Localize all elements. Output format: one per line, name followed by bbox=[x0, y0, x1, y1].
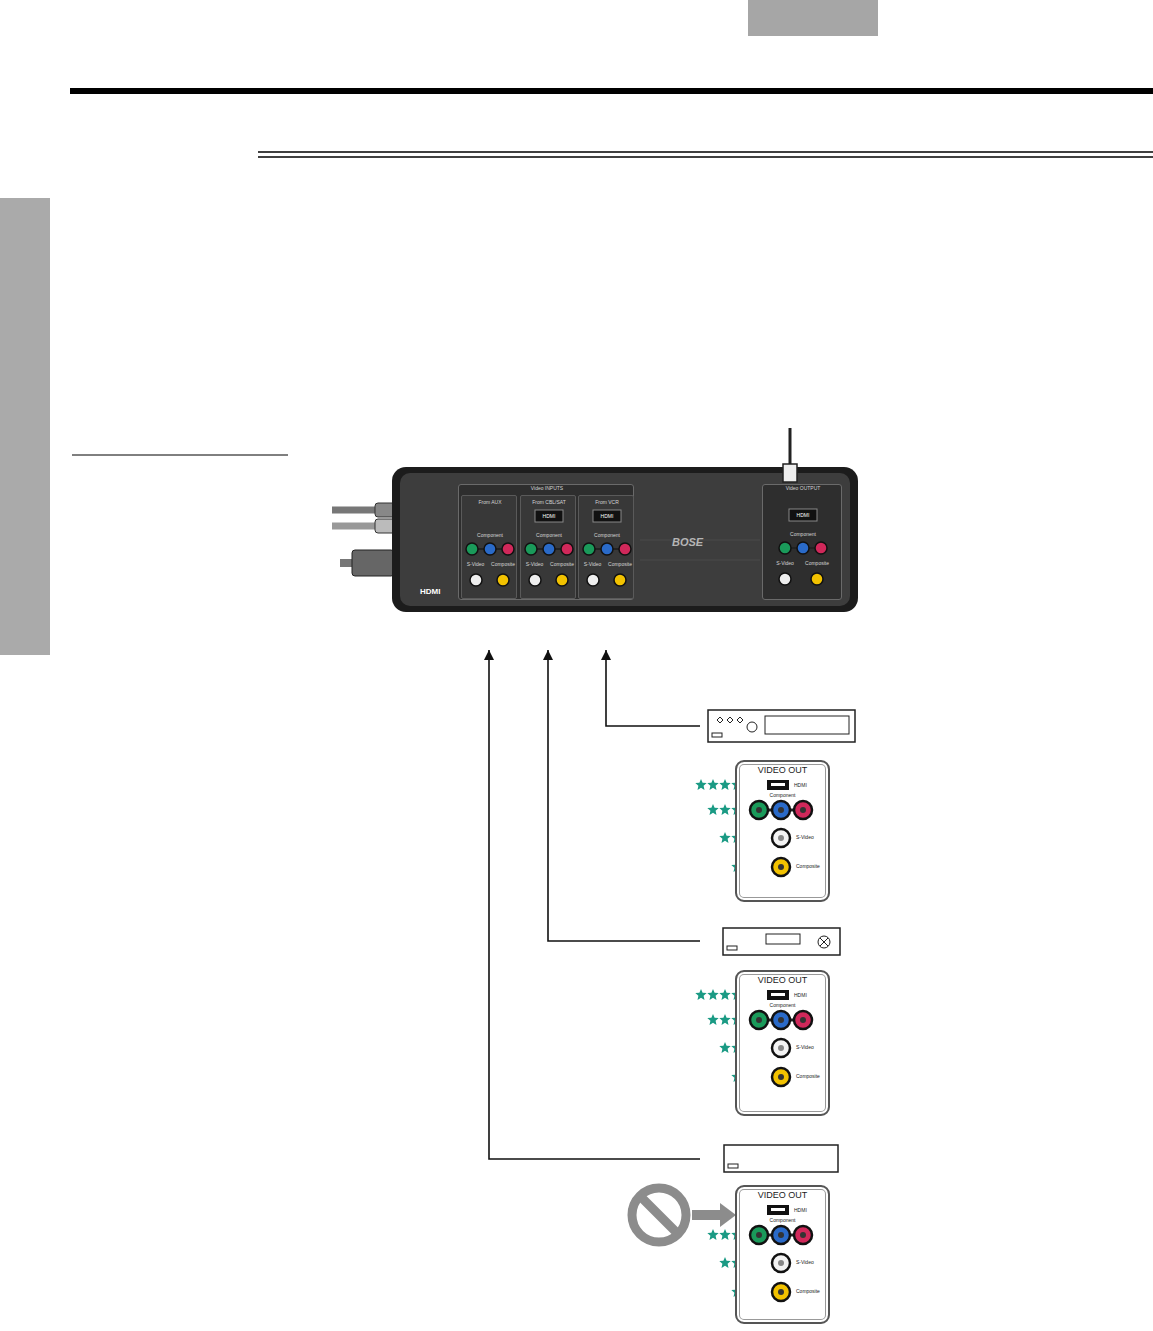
node-label: Composite bbox=[796, 1289, 820, 1294]
quality-star bbox=[719, 989, 730, 1000]
node-label: VIDEO OUT bbox=[735, 976, 830, 985]
quality-star bbox=[719, 832, 730, 843]
video-out-jacks bbox=[700, 925, 862, 1116]
quality-star bbox=[707, 1229, 718, 1240]
hdmi-cable bbox=[783, 428, 797, 482]
video-out-jacks bbox=[700, 705, 862, 902]
node-label: Component bbox=[763, 532, 843, 537]
node-label: Component bbox=[735, 1003, 830, 1008]
quality-star bbox=[695, 989, 706, 1000]
node-label: Component bbox=[735, 1218, 830, 1223]
input-jack-group: From CBL/SAT HDMI ComponentS-VideoComposit… bbox=[520, 495, 576, 599]
jack-group bbox=[462, 496, 518, 600]
input-jack-group: From AUX ComponentS-VideoComposite bbox=[461, 495, 517, 599]
node-label: Composite bbox=[606, 562, 634, 567]
quality-star bbox=[719, 779, 730, 790]
quality-star bbox=[707, 779, 718, 790]
media-console: BOSE HDMI Video INPUTS From AUX ComponentS-V… bbox=[392, 467, 858, 612]
node-label: Video INPUTS bbox=[459, 486, 635, 491]
input-jack-group: From VCR HDMI ComponentS-VideoComposite bbox=[578, 495, 634, 599]
source-device: VIDEO OUT HDMI ComponentS-VideoComposite bbox=[700, 1140, 862, 1325]
node-label: S-Video bbox=[579, 562, 606, 567]
cable-box-device bbox=[724, 1145, 838, 1172]
node-label: HDMI bbox=[597, 514, 617, 519]
node-label: Video OUTPUT bbox=[763, 486, 843, 491]
node-label: Component bbox=[735, 793, 830, 798]
quality-star bbox=[719, 1042, 730, 1053]
node-label: HDMI bbox=[793, 513, 813, 518]
node-label: Composite bbox=[796, 864, 820, 869]
quality-star bbox=[695, 779, 706, 790]
node-label: HDMI bbox=[794, 783, 807, 788]
header-tab bbox=[748, 0, 878, 36]
signal-arrow bbox=[606, 650, 700, 726]
node-label: BOSE bbox=[672, 537, 703, 548]
node-label: S-Video bbox=[796, 1045, 814, 1050]
prohibited-symbol bbox=[632, 1188, 736, 1242]
node-label: Component bbox=[462, 533, 518, 538]
media-console bbox=[392, 467, 858, 612]
node-label: Component bbox=[521, 533, 577, 538]
node-label: From AUX bbox=[462, 500, 518, 505]
jack-group bbox=[521, 496, 577, 600]
node-label: Composite bbox=[548, 562, 576, 567]
node-label: S-Video bbox=[796, 1260, 814, 1265]
node-label: HDMI bbox=[794, 993, 807, 998]
node-label: Composite bbox=[489, 562, 517, 567]
node-label: S-Video bbox=[462, 562, 489, 567]
quality-star bbox=[707, 804, 718, 815]
signal-arrow bbox=[548, 650, 700, 941]
cables bbox=[332, 503, 397, 576]
rule-line bbox=[258, 156, 1153, 158]
node-label: HDMI bbox=[539, 514, 559, 519]
node-label: Component bbox=[579, 533, 635, 538]
video-out-jacks bbox=[700, 1140, 862, 1324]
quality-star bbox=[707, 989, 718, 1000]
node-label: From VCR bbox=[579, 500, 635, 505]
node-label: HDMI bbox=[420, 588, 440, 596]
video-inputs-panel: Video INPUTSFrom AUXComponentS-VideoComp… bbox=[458, 484, 634, 600]
quality-star bbox=[719, 1257, 730, 1268]
node-label: VIDEO OUT bbox=[735, 1191, 830, 1200]
quality-star bbox=[719, 1229, 730, 1240]
source-device: VIDEO OUT HDMI ComponentS-VideoComposite bbox=[700, 705, 862, 902]
rule-line bbox=[70, 88, 1153, 94]
dvd-device bbox=[723, 928, 840, 955]
node-label: HDMI bbox=[794, 1208, 807, 1213]
vcr-device bbox=[708, 710, 855, 742]
rule-line bbox=[258, 151, 1153, 153]
jack-group bbox=[579, 496, 635, 600]
node-label: S-Video bbox=[771, 561, 799, 566]
node-label: From CBL/SAT bbox=[521, 500, 577, 505]
node-label: S-Video bbox=[521, 562, 548, 567]
quality-star bbox=[719, 1014, 730, 1025]
node-label: Composite bbox=[796, 1074, 820, 1079]
source-device: VIDEO OUT HDMI ComponentS-VideoComposite bbox=[700, 925, 862, 1117]
quality-star bbox=[719, 804, 730, 815]
video-output-panel: Video OUTPUT HDMI ComponentS-VideoComposit… bbox=[762, 484, 842, 600]
rule-line bbox=[72, 455, 288, 456]
signal-arrow bbox=[489, 650, 700, 1159]
side-tab bbox=[0, 198, 50, 655]
node-label: S-Video bbox=[796, 835, 814, 840]
node-label: VIDEO OUT bbox=[735, 766, 830, 775]
quality-star bbox=[707, 1014, 718, 1025]
node-label: Composite bbox=[801, 561, 833, 566]
